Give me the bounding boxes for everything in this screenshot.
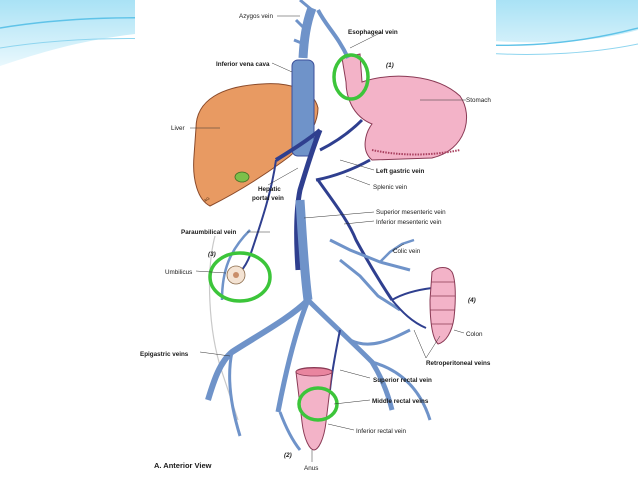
highlight-umbilicus	[208, 251, 272, 303]
label-esophageal-vein: Esophageal vein	[348, 29, 398, 36]
highlight-esophageal	[332, 53, 370, 101]
label-left-gastric-vein: Left gastric vein	[376, 168, 424, 175]
paraumbilical-vein	[239, 159, 277, 273]
label-middle-rectal-veins: Middle rectal veins	[372, 398, 429, 405]
view-title: A. Anterior View	[154, 461, 212, 470]
gallbladder	[234, 171, 250, 183]
portal-venous-system-diagram: AG	[140, 0, 491, 472]
label-hepatic-line1: Hepatic	[258, 186, 281, 193]
marker-1: (1)	[386, 62, 394, 69]
colon-segment	[429, 267, 456, 345]
marker-3: (3)	[208, 251, 216, 258]
label-colic-vein: Colic vein	[393, 248, 421, 255]
superior-mesenteric-vein	[295, 199, 313, 301]
marker-4: (4)	[468, 297, 476, 304]
label-superior-mesenteric-vein: Superior mesenteric vein	[376, 209, 446, 216]
label-splenic-vein: Splenic vein	[373, 184, 407, 191]
label-liver: Liver	[171, 125, 185, 132]
label-azygos-vein: Azygos vein	[239, 13, 273, 20]
highlight-rectal	[297, 386, 339, 422]
svg-text:AG: AG	[203, 196, 211, 203]
label-inferior-rectal-vein: Inferior rectal vein	[356, 428, 407, 435]
label-colon: Colon	[466, 331, 483, 338]
label-anus: Anus	[304, 465, 318, 472]
label-epigastric-veins: Epigastric veins	[140, 351, 189, 358]
label-paraumbilical-vein: Paraumbilical vein	[181, 229, 236, 236]
label-hepatic-line2: portal vein	[252, 195, 284, 202]
inferior-vena-cava	[291, 59, 315, 157]
marker-2: (2)	[284, 452, 292, 459]
diagram-panel: AG	[135, 0, 496, 479]
label-inferior-mesenteric-vein: Inferior mesenteric vein	[376, 219, 442, 226]
label-inferior-vena-cava: Inferior vena cava	[216, 61, 270, 68]
label-stomach: Stomach	[466, 97, 491, 104]
label-retroperitoneal-veins: Retroperitoneal veins	[426, 360, 491, 367]
hepatic-portal-vein	[294, 129, 323, 271]
stomach-organ	[341, 53, 468, 161]
label-umbilicus: Umbilicus	[165, 269, 192, 276]
label-superior-rectal-vein: Superior rectal vein	[373, 377, 432, 384]
